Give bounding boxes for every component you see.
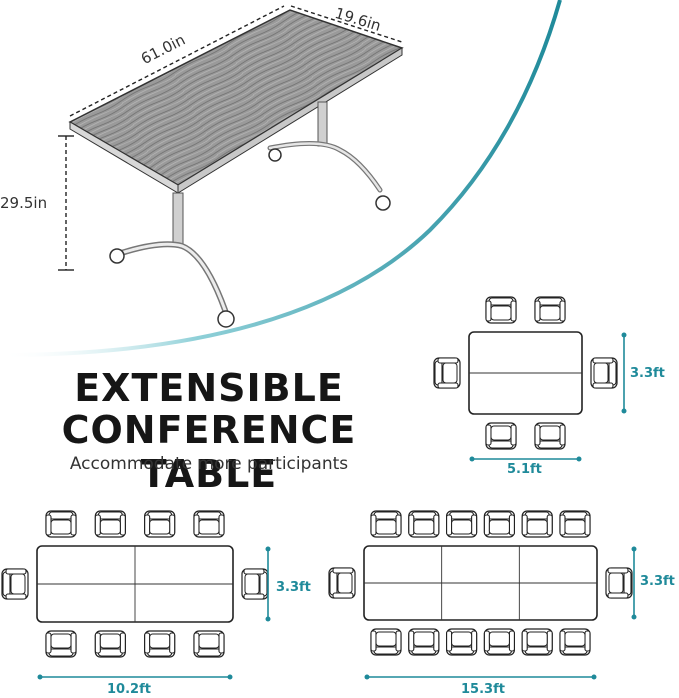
chair-icon: [534, 422, 566, 450]
chair-icon: [605, 567, 633, 599]
small-layout: [433, 296, 627, 462]
chair-icon: [241, 568, 269, 600]
chair-icon: [328, 567, 356, 599]
chair-icon: [408, 510, 440, 538]
chair-icon: [485, 422, 517, 450]
chair-icon: [446, 510, 478, 538]
decorative-arc: [0, 0, 562, 357]
small-height-label: 3.3ft: [630, 366, 665, 381]
chair-icon: [1, 568, 29, 600]
large-width-label: 15.3ft: [461, 682, 505, 697]
chair-icon: [193, 510, 225, 538]
large-layout: [328, 510, 637, 680]
chair-icon: [433, 357, 461, 389]
chair-icon: [521, 628, 553, 656]
chair-icon: [559, 510, 591, 538]
chair-icon: [559, 628, 591, 656]
large-height-label: 3.3ft: [640, 574, 675, 589]
chair-icon: [144, 510, 176, 538]
chair-icon: [45, 630, 77, 658]
chair-icon: [483, 510, 515, 538]
small-width-label: 5.1ft: [507, 462, 542, 477]
chair-icon: [485, 296, 517, 324]
chair-icon: [370, 628, 402, 656]
chair-icon: [446, 628, 478, 656]
chair-icon: [94, 630, 126, 658]
chair-icon: [534, 296, 566, 324]
chair-icon: [370, 510, 402, 538]
chair-icon: [193, 630, 225, 658]
medium-width-label: 10.2ft: [107, 682, 151, 697]
height-dimension-label: 29.5in: [0, 194, 48, 212]
table-illustration: [58, 5, 404, 328]
chair-icon: [483, 628, 515, 656]
chair-icon: [144, 630, 176, 658]
heading-line-2: CONFERENCE TABLE: [61, 408, 357, 496]
chair-icon: [408, 628, 440, 656]
heading-subtitle: Accommodate more participants: [69, 454, 349, 474]
medium-layout: [1, 510, 271, 680]
medium-height-label: 3.3ft: [276, 580, 311, 595]
chair-icon: [521, 510, 553, 538]
heading-line-1: EXTENSIBLE: [74, 366, 344, 410]
chair-icon: [590, 357, 618, 389]
chair-icon: [45, 510, 77, 538]
chair-icon: [94, 510, 126, 538]
